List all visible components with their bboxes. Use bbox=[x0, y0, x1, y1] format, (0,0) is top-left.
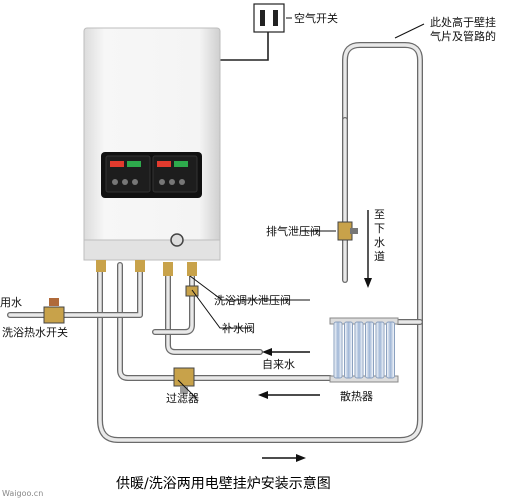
filter-label: 过滤器 bbox=[166, 392, 199, 405]
air-switch-label: 空气开关 bbox=[294, 11, 338, 25]
boiler-body bbox=[83, 27, 221, 261]
boiler-fittings bbox=[96, 260, 197, 276]
drain-label-2: 下 bbox=[374, 222, 385, 235]
radiator bbox=[329, 317, 399, 383]
diagram-title: 供暖/洗浴两用电壁挂炉安装示意图 bbox=[116, 475, 331, 492]
drain-label-4: 道 bbox=[374, 249, 385, 263]
radiator-label: 散热器 bbox=[340, 389, 373, 403]
high-note-line1: 此处高于壁挂 bbox=[430, 15, 496, 29]
cold-water-label: 用水 bbox=[0, 296, 22, 309]
power-cable bbox=[220, 32, 269, 61]
tap-water-pipe bbox=[165, 272, 263, 355]
makeup-valve-icon bbox=[185, 285, 199, 297]
display-indicators bbox=[110, 161, 188, 185]
boiler-bottom bbox=[83, 239, 221, 261]
pressure-gauge-icon bbox=[170, 233, 184, 247]
drain-label-1: 至 bbox=[374, 208, 385, 221]
radiator-fin bbox=[344, 321, 353, 379]
watermark: Waigoo.cn bbox=[2, 489, 43, 498]
radiator-fin bbox=[365, 321, 374, 379]
radiator-fin bbox=[333, 321, 343, 379]
wall-boiler bbox=[83, 27, 221, 276]
exhaust-valve-label: 排气泄压阀 bbox=[266, 224, 321, 238]
filter-icon bbox=[173, 367, 195, 394]
pipe-network bbox=[7, 32, 423, 443]
radiator-fin bbox=[354, 321, 364, 379]
bath-relief-valve-label: 洗浴调水泄压阀 bbox=[214, 293, 291, 307]
labels: 空气开关 此处高于壁挂 气片及管路的 排气泄压阀 至 下 水 道 用水 洗浴热水… bbox=[0, 11, 496, 498]
high-note-line2: 气片及管路的 bbox=[430, 29, 496, 43]
radiator-fin bbox=[375, 321, 385, 379]
leader-lines bbox=[177, 17, 425, 399]
bath-hot-switch-icon bbox=[43, 298, 65, 324]
makeup-valve-label: 补水阀 bbox=[222, 321, 255, 335]
bath-relief-pipe bbox=[152, 272, 195, 335]
drain-label-3: 水 bbox=[374, 236, 385, 249]
exhaust-valve-icon bbox=[337, 221, 358, 241]
flow-arrows bbox=[258, 210, 372, 462]
tap-water-label: 自来水 bbox=[262, 358, 295, 371]
bath-hot-switch-label: 洗浴热水开关 bbox=[2, 325, 68, 339]
radiator-fin bbox=[386, 321, 395, 379]
air-switch bbox=[253, 3, 285, 33]
